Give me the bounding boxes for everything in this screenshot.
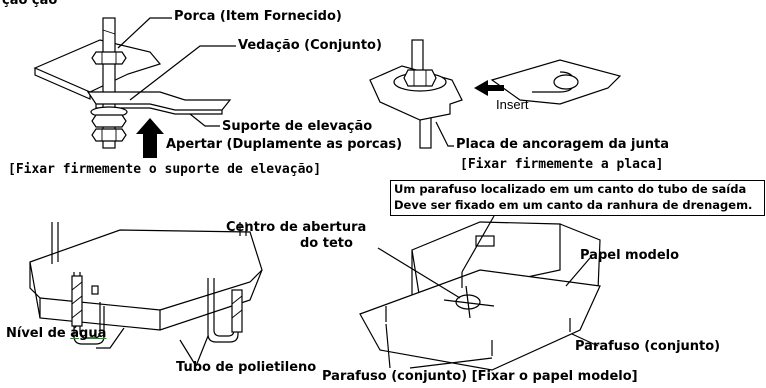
- caption-fixar-suporte: [Fixar firmemente o suporte de elevação]: [8, 162, 322, 177]
- label-nivel-agua-part1: Nível de: [6, 326, 71, 341]
- water-level-drawing: [29, 222, 263, 367]
- heading-fragment: ção ção: [2, 0, 58, 8]
- label-placa-ancoragem: Placa de ancoragem da junta: [456, 137, 670, 152]
- label-parafuso-right: Parafuso (conjunto): [575, 339, 721, 354]
- caption-fixar-placa: [Fixar firmemente a placa]: [460, 157, 664, 172]
- template-paper-drawing: [359, 215, 601, 371]
- label-do-teto: do teto: [300, 236, 353, 251]
- anchor-plate-drawing: [369, 39, 622, 149]
- caption-parafuso-fixar-papel: Parafuso (conjunto) [Fixar o papel model…: [322, 369, 638, 384]
- lifting-bracket-drawing: [33, 17, 236, 158]
- label-nivel-agua: Nível de água: [6, 326, 106, 341]
- note-box: Um parafuso localizado em um canto do tu…: [390, 180, 765, 216]
- label-tubo-polietileno: Tubo de polietileno: [176, 360, 317, 375]
- note-line-1: Um parafuso localizado em um canto do tu…: [394, 182, 747, 196]
- label-insert: Insert: [496, 97, 529, 112]
- label-papel-modelo: Papel modelo: [580, 248, 680, 263]
- label-centro-abertura: Centro de abertura: [226, 220, 367, 235]
- label-nivel-agua-part2: água: [70, 326, 107, 341]
- note-line-2: Deve ser fixado em um canto da ranhura d…: [394, 198, 753, 212]
- label-apertar: Apertar (Duplamente as porcas): [166, 137, 403, 152]
- label-suporte-elevacao: Suporte de elevação: [222, 119, 373, 134]
- label-vedacao: Vedação (Conjunto): [238, 38, 382, 53]
- label-porca: Porca (Item Fornecido): [174, 9, 342, 24]
